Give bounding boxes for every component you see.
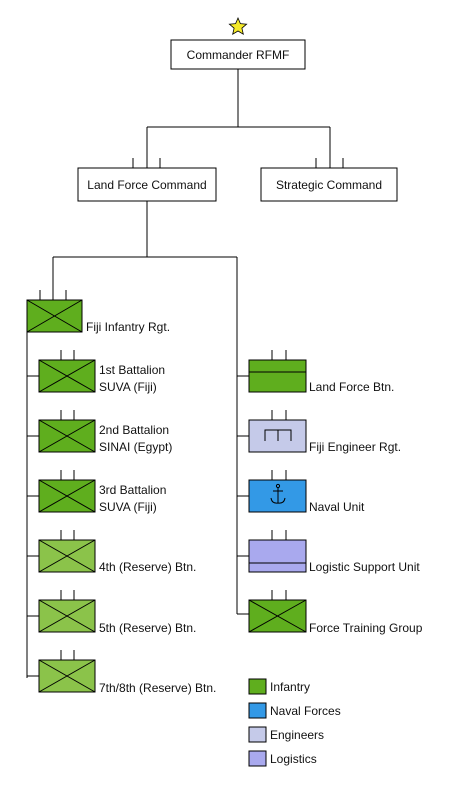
legend-swatch-infantry: [248, 678, 267, 695]
engineer-symbol: [248, 419, 307, 453]
legend-label-infantry: Infantry: [270, 680, 310, 694]
infantry-symbol: [248, 359, 307, 393]
force-training-group-label: Force Training Group: [309, 621, 423, 635]
commander-box: [170, 39, 306, 70]
strategic-command-box: [260, 167, 398, 202]
battalion-1-label: 1st Battalion: [99, 363, 165, 377]
infantry-symbol: [38, 419, 96, 453]
battalion-2-node: 2nd Battalion SINAI (Egypt): [38, 410, 172, 454]
battalion-5-reserve-node: 5th (Reserve) Btn.: [38, 590, 196, 635]
legend-swatch-logistics: [248, 750, 267, 767]
battalion-3-label: 3rd Battalion: [99, 483, 166, 497]
naval-unit-label: Naval Unit: [309, 500, 365, 514]
infantry-symbol: [38, 539, 96, 573]
infantry-symbol: [248, 599, 307, 633]
legend-swatch-engineers: [248, 726, 267, 743]
battalion-2-location: SINAI (Egypt): [99, 440, 172, 454]
legend-swatch-naval: [248, 702, 267, 719]
battalion-4-reserve-node: 4th (Reserve) Btn.: [38, 530, 196, 574]
land-force-command-label: Land Force Command: [87, 178, 206, 192]
infantry-symbol: [38, 659, 96, 693]
strategic-command-node: Strategic Command: [260, 158, 398, 202]
land-force-command-node: Land Force Command: [77, 158, 217, 202]
star-icon: [228, 16, 248, 36]
legend-label-logistics: Logistics: [270, 752, 317, 766]
battalion-78-label: 7th/8th (Reserve) Btn.: [99, 681, 216, 695]
infantry-symbol: [38, 359, 96, 393]
legend: Infantry Naval Forces Engineers Logistic…: [248, 678, 341, 767]
battalion-1-location: SUVA (Fiji): [99, 380, 157, 394]
land-force-battalion-label: Land Force Btn.: [309, 380, 394, 394]
fiji-infantry-regiment-node: Fiji Infantry Rgt.: [26, 290, 170, 334]
infantry-symbol: [38, 479, 96, 513]
battalion-2-label: 2nd Battalion: [99, 423, 169, 437]
fiji-engineer-regiment-node: Fiji Engineer Rgt.: [248, 410, 401, 454]
battalion-1-node: 1st Battalion SUVA (Fiji): [38, 350, 165, 394]
land-force-battalion-node: Land Force Btn.: [248, 350, 394, 394]
commander-node: Commander RFMF: [170, 16, 306, 70]
logistics-symbol: [248, 539, 307, 573]
battalion-4-label: 4th (Reserve) Btn.: [99, 560, 196, 574]
logistic-support-unit-label: Logistic Support Unit: [309, 560, 420, 574]
connector-lines: [26, 69, 331, 678]
battalion-5-label: 5th (Reserve) Btn.: [99, 621, 196, 635]
infantry-symbol: [26, 299, 83, 333]
battalion-78-reserve-node: 7th/8th (Reserve) Btn.: [38, 650, 216, 695]
logistic-support-unit-node: Logistic Support Unit: [248, 530, 420, 574]
legend-label-naval: Naval Forces: [270, 704, 341, 718]
force-training-group-node: Force Training Group: [248, 590, 423, 635]
naval-unit-node: Naval Unit: [248, 470, 365, 514]
battalion-3-node: 3rd Battalion SUVA (Fiji): [38, 470, 166, 514]
land-force-command-box: [77, 167, 217, 202]
battalion-3-location: SUVA (Fiji): [99, 500, 157, 514]
fiji-infantry-regiment-label: Fiji Infantry Rgt.: [86, 320, 170, 334]
anchor-icon: [270, 483, 286, 504]
commander-label: Commander RFMF: [187, 48, 290, 62]
infantry-symbol: [38, 599, 96, 633]
strategic-command-label: Strategic Command: [276, 178, 382, 192]
fiji-engineer-regiment-label: Fiji Engineer Rgt.: [309, 440, 401, 454]
legend-label-engineers: Engineers: [270, 728, 324, 742]
